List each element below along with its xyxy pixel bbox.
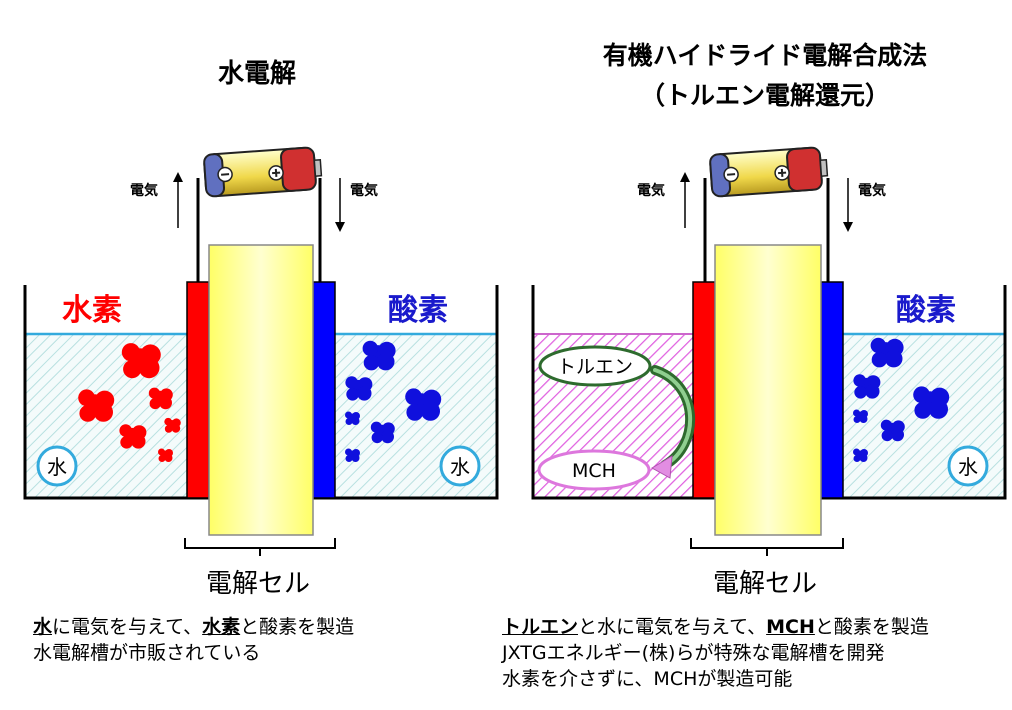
right-arrow-up-head-icon (680, 172, 690, 182)
right-arrow-down-head-icon (843, 222, 853, 232)
right-anode (820, 281, 844, 499)
left-caption-line1: 水に電気を与えて、水素と酸素を製造 (33, 614, 354, 640)
right-membrane (714, 244, 822, 536)
right-caption-line3: 水素を介さずに、MCHが製造可能 (502, 668, 793, 690)
left-oxygen-label: 酸素 (388, 293, 448, 328)
left-water-left-label: 水 (47, 455, 67, 479)
left-battery-icon (203, 146, 323, 198)
left-caption-text2: と酸素を製造 (240, 616, 355, 638)
right-diagram: 有機ハイドライド電解合成法 （トルエン電解還元） 電気 電気 (531, 41, 1007, 599)
right-caption-text1: と水に電気を与えて、 (578, 616, 767, 638)
right-electricity-up-label: 電気 (637, 182, 665, 199)
left-caption-line2: 水電解槽が市販されている (33, 642, 261, 664)
left-membrane (208, 244, 314, 536)
left-water-right-label: 水 (450, 455, 470, 479)
left-cell-bracket (184, 538, 336, 549)
right-toluene-bubble (538, 345, 652, 387)
left-arrow-down-head-icon (335, 222, 345, 232)
right-mch-bubble (537, 449, 651, 491)
right-toluene-label: トルエン (557, 356, 633, 378)
right-title-line2: （トルエン電解還元） (640, 81, 890, 110)
left-anode (312, 281, 336, 499)
right-conversion-arrow-highlight (653, 368, 693, 467)
right-water-icon (947, 445, 989, 487)
left-title: 水電解 (218, 59, 296, 89)
right-cell-bracket (690, 538, 844, 549)
left-cell-label: 電解セル (206, 569, 310, 599)
right-title-line1: 有機ハイドライド電解合成法 (603, 41, 928, 70)
right-conversion-arrowhead-icon (651, 455, 673, 479)
left-diagram: 水電解 電気 電気 水素 酸素 (23, 59, 499, 599)
right-caption-toluene: トルエン (502, 616, 579, 638)
right-cell-label: 電解セル (713, 569, 817, 599)
left-caption-text1: に電気を与えて、 (52, 616, 203, 638)
left-caption-water: 水 (33, 616, 53, 638)
left-electricity-down-label: 電気 (350, 182, 378, 199)
right-oxygen-label: 酸素 (896, 293, 956, 328)
left-caption: 水に電気を与えて、水素と酸素を製造 水電解槽が市販されている (33, 614, 354, 666)
right-caption: トルエンと水に電気を与えて、MCHと酸素を製造 JXTGエネルギー(株)らが特殊… (502, 614, 929, 692)
left-hydrogen-label: 水素 (62, 293, 122, 328)
right-caption-mch: MCH (766, 616, 815, 638)
right-caption-text2: と酸素を製造 (814, 616, 929, 638)
right-battery-icon (709, 146, 829, 198)
right-water-label: 水 (958, 455, 978, 479)
left-caption-hydrogen: 水素 (202, 616, 241, 638)
left-arrow-up-head-icon (173, 172, 183, 182)
left-cathode (186, 281, 210, 499)
right-mch-label: MCH (572, 460, 616, 482)
left-water-left-icon (36, 445, 78, 487)
right-caption-line2: JXTGエネルギー(株)らが特殊な電解槽を開発 (502, 642, 885, 664)
left-water-right-icon (439, 445, 481, 487)
right-electricity-down-label: 電気 (858, 182, 886, 199)
right-caption-line1: トルエンと水に電気を与えて、MCHと酸素を製造 (502, 614, 929, 640)
right-cathode (692, 281, 716, 499)
left-electricity-up-label: 電気 (130, 182, 158, 199)
